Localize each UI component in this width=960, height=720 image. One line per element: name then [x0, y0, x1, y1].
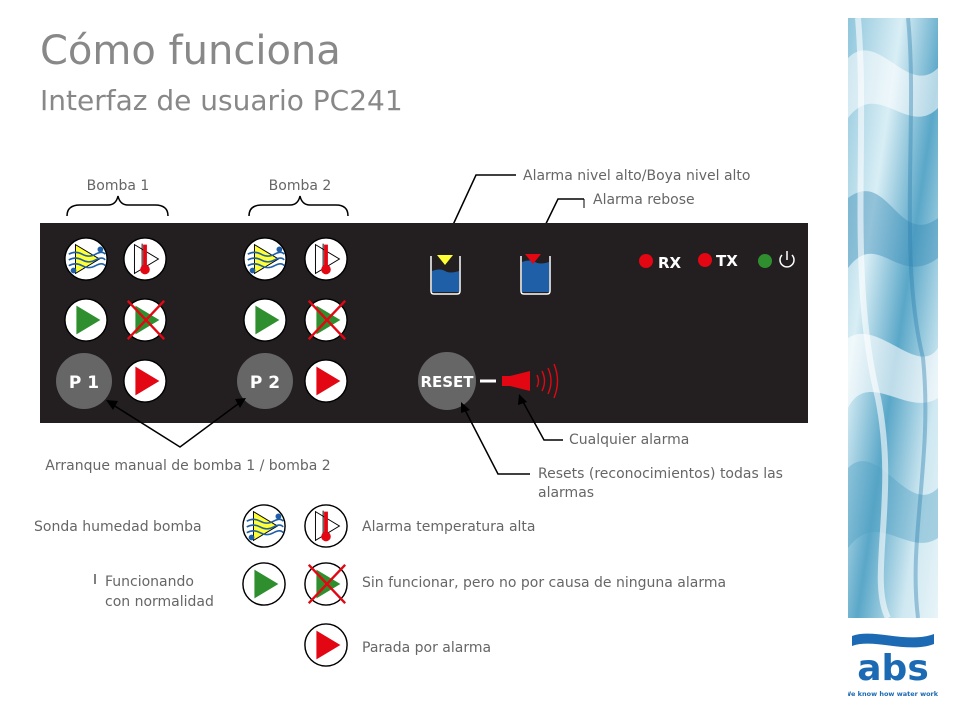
legend-stopped-alarm: Parada por alarma: [362, 640, 491, 656]
label-overflow-alarm: Alarma rebose: [593, 192, 695, 208]
legend-running-line2: con normalidad: [105, 594, 214, 610]
not-running-icon: [303, 297, 349, 343]
moisture-sensor-icon: [64, 237, 108, 281]
siren-icon: [502, 363, 559, 399]
tank-overflow-icon: [520, 254, 551, 295]
legend-high-temp: Alarma temperatura alta: [362, 519, 535, 535]
page-subtitle: Interfaz de usuario PC241: [40, 84, 403, 117]
p1-button[interactable]: P 1: [56, 353, 112, 409]
moisture-sensor-icon: [242, 504, 286, 548]
rx-led: [639, 254, 653, 268]
tx-label: TX: [716, 252, 738, 270]
p2-button[interactable]: P 2: [237, 353, 293, 409]
temperature-alarm-icon: [304, 237, 348, 281]
rx-label: RX: [658, 254, 682, 272]
reset-button[interactable]: RESET: [418, 352, 476, 410]
brace-pump-2: [248, 195, 349, 217]
not-running-icon: [122, 297, 168, 343]
label-resets-line2: alarmas: [538, 485, 594, 501]
reset-button-label: RESET: [420, 373, 474, 391]
running-icon: [243, 298, 287, 342]
power-led: [758, 254, 772, 268]
p1-button-label: P 1: [69, 373, 99, 393]
legend-running-line1: Funcionando: [105, 574, 194, 590]
logo-tagline: We know how water works: [848, 690, 938, 698]
running-icon: [242, 562, 286, 606]
p2-button-label: P 2: [250, 373, 280, 393]
label-pump-1: Bomba 1: [87, 178, 150, 194]
temperature-alarm-icon: [123, 237, 167, 281]
tank-high-level-icon: [430, 255, 461, 295]
pointer-any-alarm: [521, 399, 563, 441]
pointer-high-level: [445, 174, 516, 241]
moisture-sensor-icon: [243, 237, 287, 281]
power-icon: [779, 251, 795, 268]
label-high-level-alarm: Alarma nivel alto/Boya nivel alto: [523, 168, 750, 184]
logo-text: abs: [857, 648, 929, 689]
brace-pump-1: [66, 195, 169, 217]
label-manual-start: Arranque manual de bomba 1 / bomba 2: [45, 458, 330, 474]
tx-led: [698, 253, 712, 267]
label-pump-2: Bomba 2: [269, 178, 332, 194]
legend-not-running: Sin funcionar, pero no por causa de ning…: [362, 575, 726, 591]
label-any-alarm: Cualquier alarma: [569, 432, 689, 448]
page-title: Cómo funciona: [40, 28, 341, 74]
legend-moisture-probe: Sonda humedad bomba: [34, 519, 202, 535]
stopped-alarm-icon: [304, 359, 348, 403]
stopped-alarm-icon: [123, 359, 167, 403]
pointer-reset: [463, 407, 530, 475]
pointer-manual-start: [109, 400, 243, 448]
running-icon: [64, 298, 108, 342]
water-decoration-image: [848, 18, 938, 618]
stopped-alarm-icon: [304, 623, 348, 667]
temperature-alarm-icon: [304, 504, 348, 548]
label-resets-line1: Resets (reconocimientos) todas las: [538, 466, 783, 482]
abs-logo: abs We know how water works: [848, 633, 938, 698]
not-running-icon: [303, 561, 349, 607]
